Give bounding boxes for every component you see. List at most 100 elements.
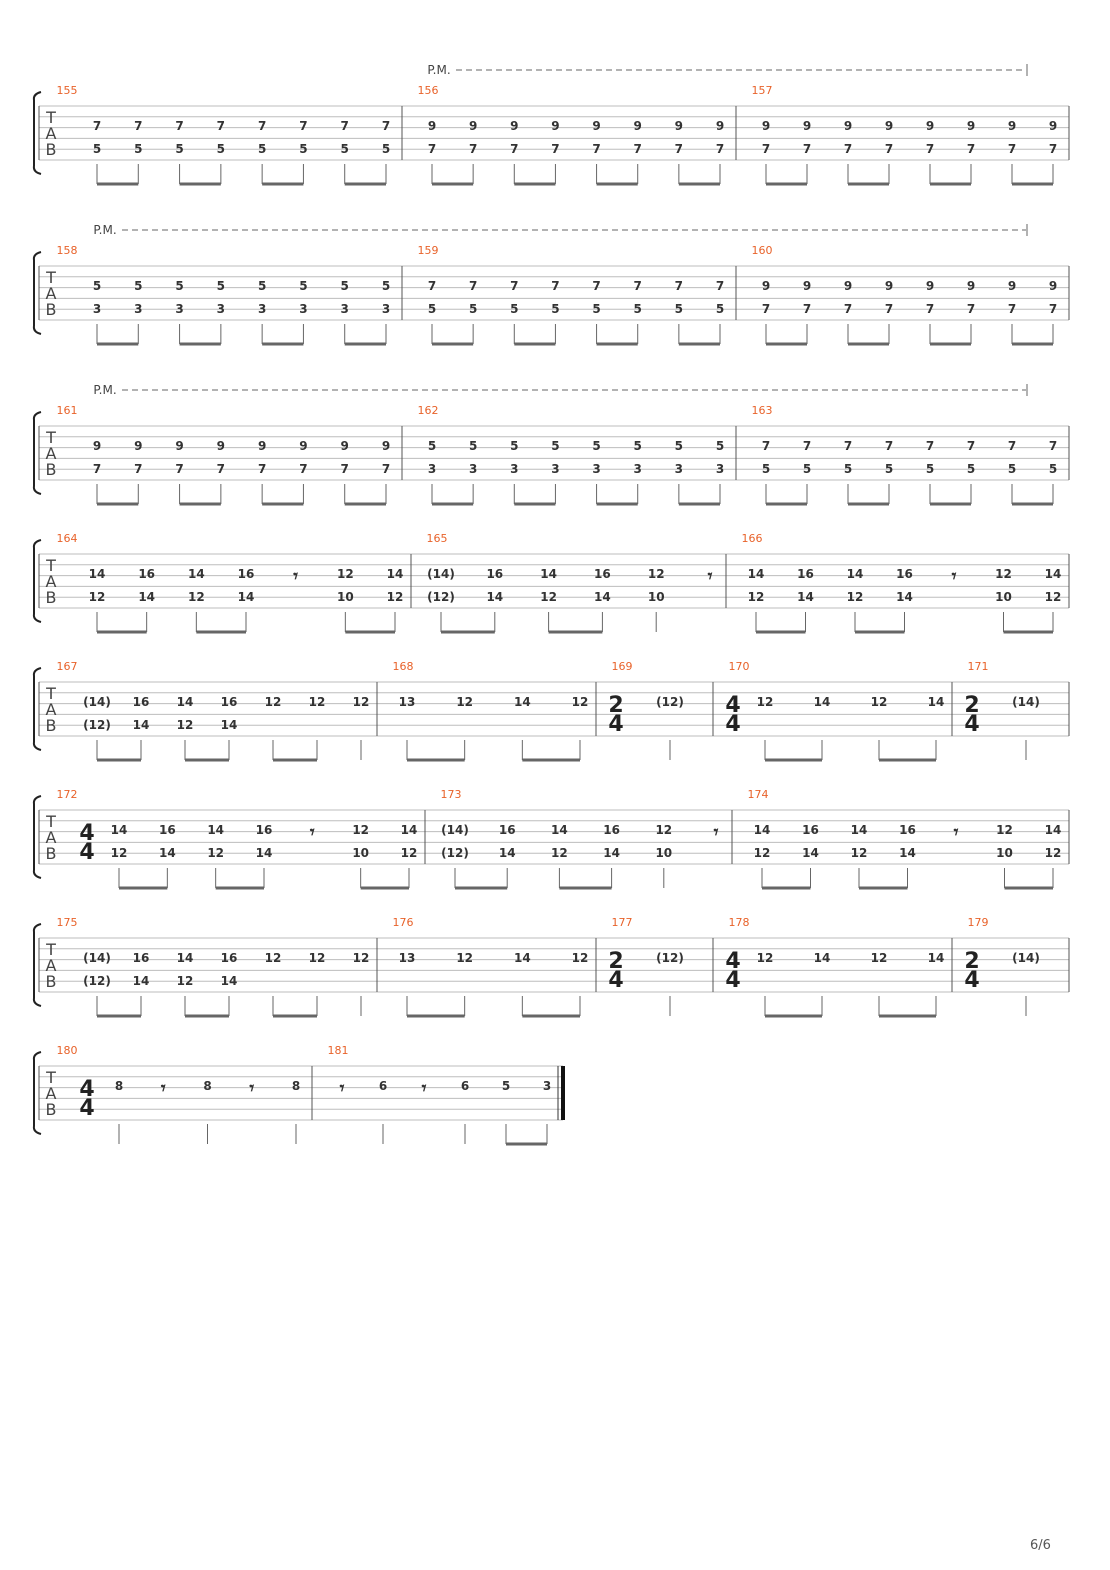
fret-number-lower: 5	[885, 462, 893, 476]
fret-number-lower: 5	[716, 302, 724, 316]
fret-number-lower: 3	[258, 302, 266, 316]
fret-number-lower: 5	[634, 302, 642, 316]
fret-number-upper: 9	[382, 439, 390, 453]
fret-number-lower: 7	[762, 302, 770, 316]
system-bracket	[32, 411, 42, 495]
fret-number-upper: 7	[217, 119, 225, 133]
time-signature-numerator: 2	[964, 693, 979, 718]
measure-number: 170	[729, 660, 750, 673]
fret-number-upper: 7	[634, 279, 642, 293]
time-signature-numerator: 4	[725, 693, 740, 718]
fret-number-lower: 14	[797, 590, 814, 604]
fret-number-upper: 9	[341, 439, 349, 453]
eighth-rest: 𝄾	[293, 566, 298, 587]
fret-number: 6	[379, 1079, 387, 1093]
fret-number-upper: 5	[258, 279, 266, 293]
fret-number-lower: 14	[603, 846, 620, 860]
fret-number-lower: 10	[655, 846, 672, 860]
fret-number-lower: (12)	[441, 846, 469, 860]
fret-number: 14	[514, 695, 531, 709]
eighth-rest: 𝄾	[161, 1078, 166, 1099]
fret-number-lower: 5	[175, 142, 183, 156]
fret-number-upper: 7	[510, 279, 518, 293]
tab-clef-letter: B	[46, 1100, 57, 1119]
measure-number: 158	[57, 244, 78, 257]
fret-number-upper: 14	[851, 823, 868, 837]
tab-clef-letter: A	[46, 700, 57, 719]
fret-number-upper: 16	[238, 567, 255, 581]
eighth-rest: 𝄾	[954, 822, 959, 843]
fret-number-lower: 5	[428, 302, 436, 316]
fret-number-upper: 9	[844, 279, 852, 293]
fret-number-upper: 5	[93, 279, 101, 293]
fret-number-lower: 7	[967, 142, 975, 156]
fret-number-upper: 16	[802, 823, 819, 837]
measure-number: 156	[418, 84, 439, 97]
fret-number-upper: 16	[594, 567, 611, 581]
fret-number-upper: 7	[844, 439, 852, 453]
fret-number-lower: 5	[510, 302, 518, 316]
fret-number-upper: 7	[803, 439, 811, 453]
time-signature-denominator: 4	[608, 968, 623, 993]
fret-number-lower: 5	[93, 142, 101, 156]
fret-number-lower: 14	[896, 590, 913, 604]
fret-number-upper: 7	[299, 119, 307, 133]
eighth-rest: 𝄾	[249, 1078, 254, 1099]
time-signature-denominator: 4	[79, 840, 94, 865]
fret-number-upper: 5	[510, 439, 518, 453]
fret-number-upper: 9	[803, 119, 811, 133]
tab-system: TABP.M.161979797979797979716253535353535…	[32, 383, 1070, 506]
measure-number: 166	[742, 532, 763, 545]
tab-clef-letter: B	[46, 300, 57, 319]
fret-number: 14	[928, 695, 945, 709]
fret-number-upper: 7	[134, 119, 142, 133]
fret-number-upper: 5	[592, 439, 600, 453]
system-bracket	[32, 795, 42, 879]
page-number: 6/6	[1030, 1538, 1051, 1553]
fret-number: 12	[309, 695, 326, 709]
fret-number-upper: 16	[256, 823, 273, 837]
fret-number-upper: 9	[258, 439, 266, 453]
fret-number-lower: 14	[133, 718, 150, 732]
fret-number-lower: 7	[926, 142, 934, 156]
fret-number-lower: 12	[111, 846, 128, 860]
fret-number-upper: 16	[133, 695, 150, 709]
fret-number-lower: 10	[352, 846, 369, 860]
fret-number-upper: 14	[177, 951, 194, 965]
system-bracket	[32, 667, 42, 751]
system-bracket	[32, 251, 42, 335]
fret-number: 12	[353, 695, 370, 709]
fret-number-upper: 9	[926, 279, 934, 293]
fret-number-lower: 12	[387, 590, 404, 604]
fret-number-upper: 12	[648, 567, 665, 581]
fret-number-upper: 9	[428, 119, 436, 133]
tab-clef-letter: A	[46, 444, 57, 463]
measure-number: 173	[441, 788, 462, 801]
fret-number-upper: 7	[762, 439, 770, 453]
eighth-rest: 𝄾	[340, 1078, 345, 1099]
fret-number-upper: 12	[337, 567, 354, 581]
measure-number: 177	[612, 916, 633, 929]
fret-number-upper: 14	[89, 567, 106, 581]
fret-number-upper: 9	[885, 279, 893, 293]
fret-number-lower: 3	[675, 462, 683, 476]
fret-number-lower: 12	[401, 846, 418, 860]
fret-number-lower: 10	[337, 590, 354, 604]
fret-number: 14	[814, 695, 831, 709]
fret-number-lower: 10	[648, 590, 665, 604]
fret-number-upper: 9	[93, 439, 101, 453]
time-signature-numerator: 2	[608, 949, 623, 974]
fret-number-lower: 3	[428, 462, 436, 476]
fret-number-upper: 14	[754, 823, 771, 837]
fret-number-upper: 9	[967, 279, 975, 293]
fret-number-upper: 9	[762, 279, 770, 293]
fret-number-upper: 14	[1045, 567, 1062, 581]
fret-number-lower: 14	[221, 718, 238, 732]
fret-number-lower: 10	[995, 590, 1012, 604]
tab-clef-letter: T	[45, 812, 56, 831]
fret-number-upper: 5	[134, 279, 142, 293]
tab-clef-letter: T	[45, 684, 56, 703]
fret-number-lower: 14	[133, 974, 150, 988]
fret-number-lower: 3	[341, 302, 349, 316]
fret-number-lower: 3	[716, 462, 724, 476]
